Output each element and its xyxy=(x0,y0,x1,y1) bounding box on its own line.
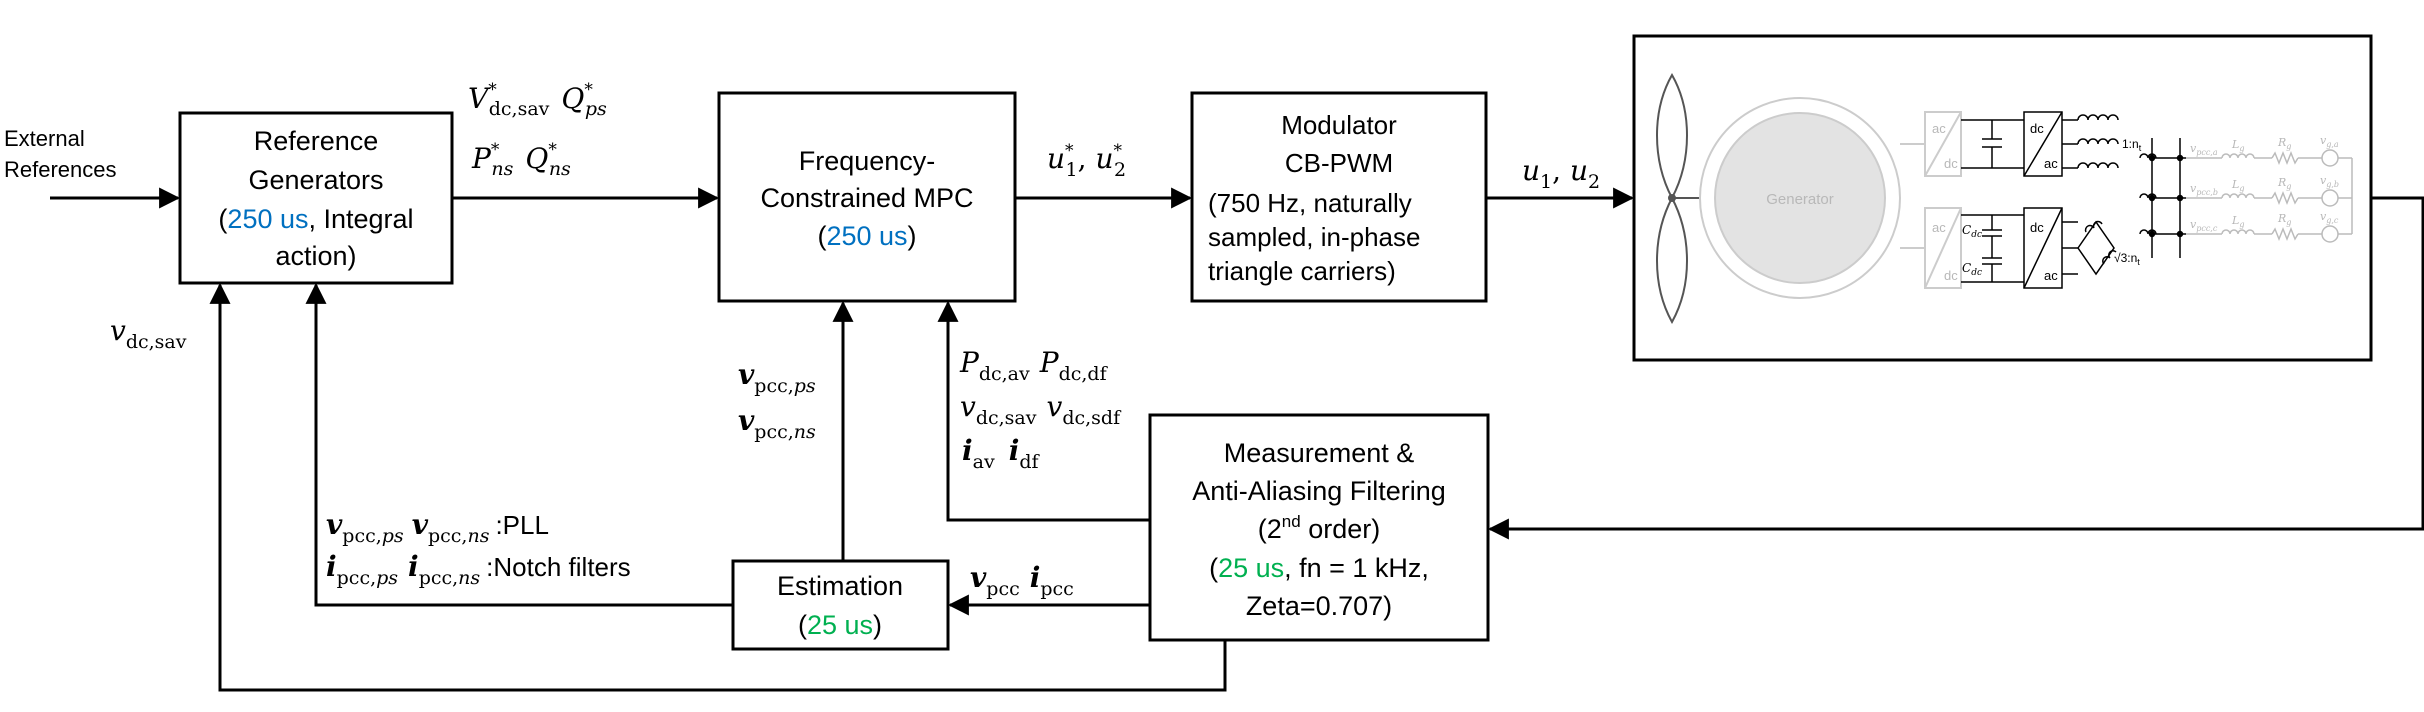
svg-text:Cdc: Cdc xyxy=(1962,223,1982,240)
converter-lower xyxy=(1900,207,1962,289)
svg-text:ac: ac xyxy=(2044,268,2058,283)
svg-text:sampled, in-phase: sampled, in-phase xyxy=(1208,222,1420,252)
svg-text:vpcc,ps: vpcc,ps xyxy=(738,358,816,397)
grid-phases xyxy=(2186,149,2353,243)
svg-text:Measurement &: Measurement & xyxy=(1224,438,1415,468)
svg-text:ac: ac xyxy=(1932,121,1946,136)
svg-text:dc: dc xyxy=(1944,268,1958,283)
estimation-to-refgen-arrow xyxy=(305,282,733,607)
plant-schematic: Generator ac dc ac dc dc ac xyxy=(1656,72,2353,325)
svg-text:Lg: Lg xyxy=(2231,178,2244,193)
vdc-feedback-label: vdc,sav xyxy=(110,314,187,353)
svg-text:References: References xyxy=(4,157,117,182)
reference-generators-text: Reference Generators (250 us, Integral a… xyxy=(218,126,413,271)
estimation-text: Estimation (25 us) xyxy=(777,571,903,640)
svg-text:Rg: Rg xyxy=(2277,136,2291,151)
transformer-upper xyxy=(2062,114,2119,169)
svg-text:Frequency-: Frequency- xyxy=(799,146,936,176)
svg-text:triangle carriers): triangle carriers) xyxy=(1208,256,1396,286)
svg-text:(750 Hz, naturally: (750 Hz, naturally xyxy=(1208,188,1412,218)
svg-text:P*nsQ*ns: P*nsQ*ns xyxy=(471,140,571,180)
svg-text:u1, u2: u1, u2 xyxy=(1522,154,1600,193)
svg-text:vg,a: vg,a xyxy=(2320,134,2339,149)
svg-text:ac: ac xyxy=(1932,220,1946,235)
external-refs-label: External References xyxy=(4,126,117,182)
generator-inner xyxy=(1714,112,1886,284)
svg-text:dc: dc xyxy=(1944,156,1958,171)
turbine-blade-bottom xyxy=(1656,195,1688,325)
svg-text:Lg: Lg xyxy=(2231,138,2244,153)
svg-text:u*1, u*2: u*1, u*2 xyxy=(1047,141,1126,181)
grid-bus xyxy=(2139,138,2186,258)
svg-text:action): action) xyxy=(275,241,356,271)
svg-text:Generator: Generator xyxy=(1766,191,1834,208)
svg-text:Modulator: Modulator xyxy=(1281,110,1397,140)
svg-text:Anti-Aliasing Filtering: Anti-Aliasing Filtering xyxy=(1192,476,1446,506)
svg-text:Zeta=0.707): Zeta=0.707) xyxy=(1246,591,1392,621)
grid-labels: vpcc,a vpcc,b vpcc,c Lg Lg Lg Rg Rg Rg v… xyxy=(2190,134,2339,233)
svg-text:Rg: Rg xyxy=(2277,212,2291,227)
modulator-output-label: u1, u2 xyxy=(1522,154,1600,193)
measurement-to-mpc-arrow xyxy=(937,300,1150,522)
svg-text:Generators: Generators xyxy=(248,165,383,195)
svg-text:vpcc,c: vpcc,c xyxy=(2190,218,2218,233)
transformer-lower xyxy=(2062,220,2117,276)
plant-to-measurement-arrow xyxy=(1487,196,2424,540)
svg-text:(250 us, Integral: (250 us, Integral xyxy=(218,204,413,234)
svg-text:dc: dc xyxy=(2030,220,2044,235)
svg-text:(250 us): (250 us) xyxy=(817,221,916,251)
svg-text:(25 us, fn = 1 kHz,: (25 us, fn = 1 kHz, xyxy=(1209,553,1429,583)
svg-text:External: External xyxy=(4,126,85,151)
svg-text:√3:nt: √3:nt xyxy=(2114,251,2140,267)
mpc-text: Frequency- Constrained MPC (250 us) xyxy=(760,146,973,251)
svg-text:CB-PWM: CB-PWM xyxy=(1285,148,1393,178)
svg-text:Constrained MPC: Constrained MPC xyxy=(760,183,973,213)
measurement-text: Measurement & Anti-Aliasing Filtering (2… xyxy=(1192,438,1446,621)
svg-text:(25 us): (25 us) xyxy=(798,610,882,640)
connections xyxy=(50,187,2424,692)
svg-text:Lg: Lg xyxy=(2231,214,2244,229)
svg-text:dc: dc xyxy=(2030,121,2044,136)
mpc-output-label: u*1, u*2 xyxy=(1047,141,1126,181)
modulator-text: Modulator CB-PWM (750 Hz, naturally samp… xyxy=(1208,110,1420,286)
svg-text:(2nd order): (2nd order) xyxy=(1258,512,1380,544)
svg-text:vpcc,a: vpcc,a xyxy=(2190,142,2218,157)
estimation-to-mpc-labels: vpcc,ps vpcc,ns xyxy=(738,358,816,443)
svg-text:Reference: Reference xyxy=(254,126,379,156)
svg-text:Rg: Rg xyxy=(2277,176,2291,191)
svg-text:vg,c: vg,c xyxy=(2320,210,2339,225)
svg-text:vpcc,b: vpcc,b xyxy=(2190,182,2218,197)
svg-text:Cdc: Cdc xyxy=(1962,261,1982,278)
svg-text:vdc,sav: vdc,sav xyxy=(110,314,187,353)
svg-text:vpcc,ns: vpcc,ns xyxy=(738,404,816,443)
generator-outer xyxy=(1699,97,1901,299)
svg-text:vg,b: vg,b xyxy=(2320,174,2339,189)
svg-text:ac: ac xyxy=(2044,156,2058,171)
svg-text:1:nt: 1:nt xyxy=(2122,137,2142,153)
converter-upper xyxy=(1900,111,1962,177)
vdc-feedback-arrow xyxy=(209,282,1227,692)
svg-text:Estimation: Estimation xyxy=(777,571,903,601)
turbine-blade-top xyxy=(1656,72,1688,201)
